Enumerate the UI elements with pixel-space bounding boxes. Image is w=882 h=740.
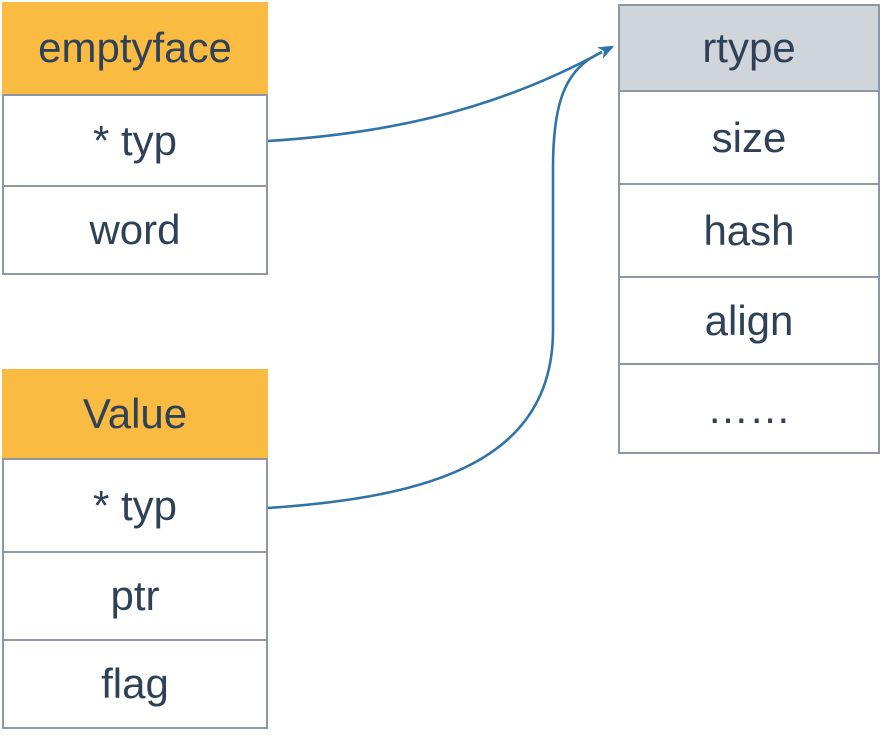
struct-emptyface-header: emptyface (2, 2, 268, 94)
struct-value-field-flag: flag (4, 639, 266, 727)
struct-emptyface-body: * typ word (2, 94, 268, 275)
struct-value: Value * typ ptr flag (2, 369, 268, 729)
struct-value-body: * typ ptr flag (2, 458, 268, 729)
struct-rtype-field-more: …… (620, 363, 878, 452)
arrow-value-typ-to-rtype (267, 46, 614, 510)
struct-rtype-field-align: align (620, 276, 878, 363)
struct-value-field-ptr: ptr (4, 551, 266, 639)
struct-value-header: Value (2, 369, 268, 458)
struct-emptyface-field-word: word (4, 185, 266, 273)
struct-rtype-field-hash: hash (620, 183, 878, 276)
struct-rtype-header: rtype (620, 6, 878, 92)
struct-emptyface: emptyface * typ word (2, 2, 268, 275)
struct-value-field-typ: * typ (4, 460, 266, 551)
struct-rtype-field-size: size (620, 92, 878, 183)
struct-rtype: rtype size hash align …… (618, 4, 880, 454)
struct-emptyface-field-typ: * typ (4, 96, 266, 185)
arrow-emptyface-typ-to-rtype (267, 45, 614, 143)
